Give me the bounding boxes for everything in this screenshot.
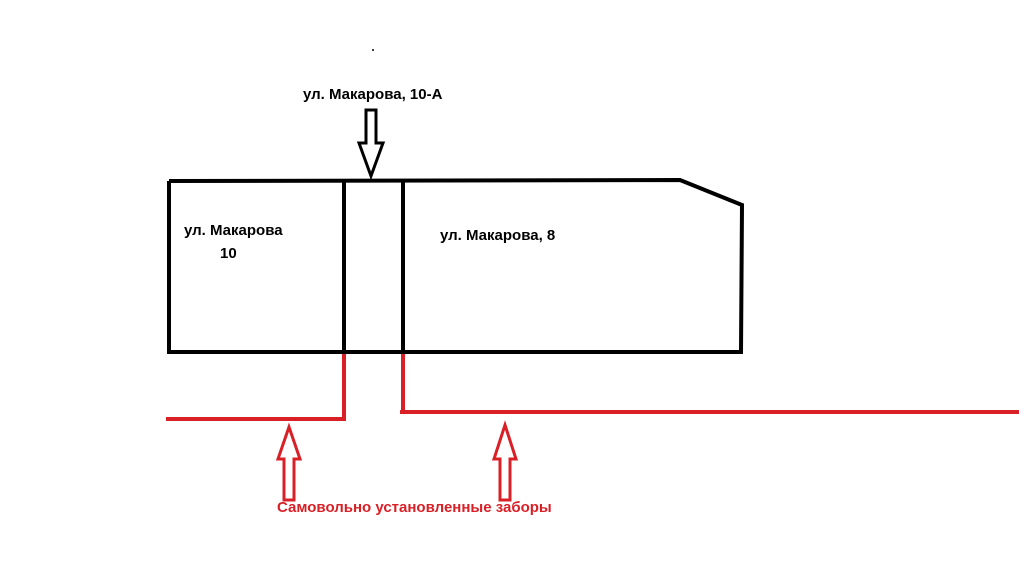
fence-right: [401, 354, 1019, 414]
label-fences-note: Самовольно установленные заборы: [277, 499, 552, 516]
stray-dot: [372, 49, 374, 51]
label-building-10-number: 10: [220, 245, 237, 262]
label-building-10a: ул. Макарова, 10-А: [303, 86, 443, 103]
buildings-outline: [167, 177, 745, 354]
arrow-down-icon: [356, 108, 386, 181]
arrow-up-icon-right: [491, 420, 519, 502]
arrow-up-icon-left: [275, 422, 303, 502]
label-building-8: ул. Макарова, 8: [440, 227, 556, 244]
fence-left: [166, 354, 346, 421]
label-building-10: ул. Макарова: [184, 222, 283, 239]
